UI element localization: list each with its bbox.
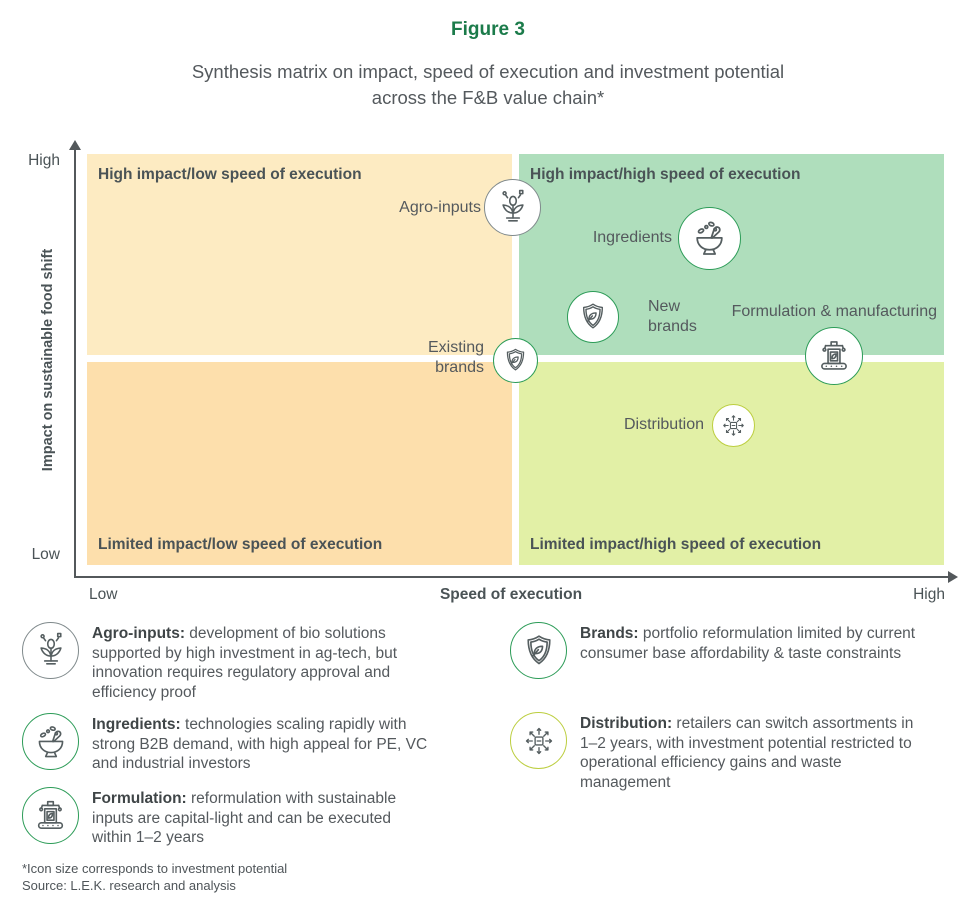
figure-title-line-2: across the F&B value chain* xyxy=(371,87,605,108)
agro-inputs-icon xyxy=(39,632,62,665)
x-axis-low-tick: Low xyxy=(89,586,118,603)
legend-bubble xyxy=(22,622,79,679)
legend-entry-text: Brands: portfolio reformulation limited … xyxy=(580,624,932,663)
legend-entry-text: Agro-inputs: development of bio solution… xyxy=(92,624,432,702)
point-bubble-ingredients xyxy=(678,207,741,270)
quadrant-label: High impact/high speed of execution xyxy=(530,166,801,183)
y-axis-title: Impact on sustainable food shift xyxy=(40,248,56,472)
ingredients-bowl-icon xyxy=(696,221,723,255)
point-bubble-agro-inputs xyxy=(484,179,541,236)
quadrant-label: Limited impact/high speed of execution xyxy=(530,536,822,553)
legend-description: reformulation with sustainable inputs ar… xyxy=(92,790,397,846)
y-axis-arrow-icon xyxy=(69,140,81,150)
figure-number: Figure 3 xyxy=(451,19,525,40)
point-label-agro-inputs: Agro-inputs xyxy=(399,199,481,216)
point-bubble-distribution xyxy=(712,404,755,447)
legend-entry-text: Formulation: reformulation with sustaina… xyxy=(92,789,432,848)
x-axis-arrow-icon xyxy=(948,571,958,583)
legend-description: development of bio solutions supported b… xyxy=(92,625,398,701)
expand-arrows-icon xyxy=(723,415,744,436)
legend-description: technologies scaling rapidly with strong… xyxy=(92,716,428,772)
quadrant-high-impact-low-speed: High impact/low speed of execution xyxy=(87,154,512,355)
legend-term: Agro-inputs: xyxy=(92,625,185,642)
footnote-icon-size: *Icon size corresponds to investment pot… xyxy=(22,861,288,876)
point-bubble-existing-brands xyxy=(493,338,538,383)
legend-item-formulation: Formulation: reformulation with sustaina… xyxy=(22,787,432,848)
legend-description: portfolio reformulation limited by curre… xyxy=(580,625,916,662)
shield-leaf-icon xyxy=(506,348,525,371)
factory-machine-icon xyxy=(821,341,847,370)
point-label-existing-brands: Existing brands xyxy=(427,339,484,376)
figure-title-line-1: Synthesis matrix on impact, speed of exe… xyxy=(191,61,785,82)
ingredients-bowl-icon xyxy=(38,725,63,757)
factory-machine-icon xyxy=(37,800,64,829)
legend-term: Ingredients: xyxy=(92,716,181,733)
shield-leaf-icon xyxy=(582,303,604,329)
point-label-formulation: Formulation & manufacturing xyxy=(731,303,937,320)
x-axis-line xyxy=(74,576,950,578)
point-label-new-brands: New brands xyxy=(648,298,697,335)
legend-bubble xyxy=(22,713,79,770)
legend-item-brands: Brands: portfolio reformulation limited … xyxy=(510,622,932,679)
quadrant-label: Limited impact/low speed of execution xyxy=(98,536,383,553)
point-label-ingredients: Ingredients xyxy=(592,229,672,246)
legend-item-distribution: Distribution: retailers can switch assor… xyxy=(510,712,932,792)
legend-term: Formulation: xyxy=(92,790,187,807)
x-axis-title: Speed of execution xyxy=(439,586,583,603)
quadrant-limited-impact-low-speed: Limited impact/low speed of execution xyxy=(87,362,512,565)
point-bubble-formulation xyxy=(805,327,863,385)
legend-bubble xyxy=(22,787,79,844)
y-axis-high-tick: High xyxy=(28,152,60,169)
legend-description: retailers can switch assortments in 1–2 … xyxy=(580,715,914,791)
legend-entry-text: Distribution: retailers can switch assor… xyxy=(580,714,932,792)
figure-title: Synthesis matrix on impact, speed of exe… xyxy=(0,59,976,111)
legend-entry-text: Ingredients: technologies scaling rapidl… xyxy=(92,715,432,774)
footnote-source: Source: L.E.K. research and analysis xyxy=(22,878,236,893)
legend-item-ingredients: Ingredients: technologies scaling rapidl… xyxy=(22,713,432,774)
point-label-distribution: Distribution xyxy=(623,416,704,433)
y-axis-line xyxy=(74,149,76,577)
y-axis-low-tick: Low xyxy=(31,546,60,563)
agro-inputs-icon xyxy=(501,189,524,222)
shield-leaf-icon xyxy=(526,634,551,664)
legend-bubble xyxy=(510,622,567,679)
legend-item-agro-inputs: Agro-inputs: development of bio solution… xyxy=(22,622,432,702)
quadrant-limited-impact-high-speed: Limited impact/high speed of execution xyxy=(519,362,944,565)
quadrant-label: High impact/low speed of execution xyxy=(98,166,362,183)
point-bubble-new-brands xyxy=(567,291,619,343)
x-axis-high-tick: High xyxy=(913,586,945,603)
legend-term: Distribution: xyxy=(580,715,673,732)
legend-bubble xyxy=(510,712,567,769)
expand-arrows-icon xyxy=(525,727,552,754)
legend-term: Brands: xyxy=(580,625,639,642)
